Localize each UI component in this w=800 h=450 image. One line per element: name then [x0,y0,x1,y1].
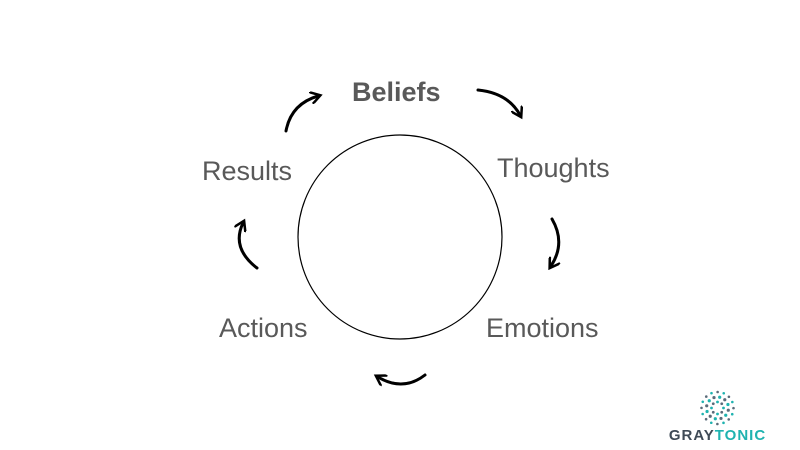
logo-dot [716,422,719,426]
logo-dot [710,391,713,395]
logo-dot [700,406,703,410]
logo-dot [701,412,704,416]
logo-dot [726,408,730,412]
logo-dot [713,417,717,421]
stage-label-emotions: Emotions [486,313,599,343]
arrow-beliefs-to-thoughts [476,88,520,115]
logo-text-gray: GRAY [668,427,715,444]
logo-dot [709,421,713,425]
logo-dot [727,418,731,421]
logo-dot [726,402,730,407]
logo-dot [720,410,724,414]
arrow-emotions-to-actions [378,373,427,384]
logo-dot [712,395,716,400]
stage-label-beliefs: Beliefs [352,77,441,107]
stage-label-results: Results [202,156,293,186]
logo-dot [722,421,725,425]
logo-dot [701,400,705,404]
logo-dot [732,406,735,410]
burst-icon [700,390,735,426]
arrow-actions-to-results [239,223,259,270]
logo-wordmark: GRAYTONIC [660,428,775,443]
logo-dot [705,409,709,414]
logo-dot [711,402,715,406]
logo-dot [720,402,724,406]
logo-dot [719,416,723,421]
arrow-results-to-beliefs [284,96,318,133]
logo-dot [718,395,722,399]
logo-text-tonic: TONIC [714,427,767,444]
center-circle [297,134,503,340]
logo-dot [730,412,734,416]
logo-dot [704,395,708,398]
stage-label-actions: Actions [219,313,308,343]
arrow-thoughts-to-emotions [551,217,559,266]
logo-dot [707,399,711,403]
logo-dot [711,410,715,414]
logo-dot [716,390,719,394]
logo-dot [731,400,734,404]
logo-dot [716,400,719,404]
graytonic-logo: GRAYTONIC [660,390,775,443]
stage-label-thoughts: Thoughts [497,153,610,183]
logo-dot [704,417,708,421]
logo-dot [723,398,727,402]
logo-dot [716,412,719,416]
logo-dot [727,395,731,399]
logo-dot [722,391,726,395]
logo-dot [724,413,728,417]
logo-dot [705,404,709,408]
logo-dot [708,414,712,418]
logo-dot [722,406,725,410]
logo-dot [710,406,713,410]
